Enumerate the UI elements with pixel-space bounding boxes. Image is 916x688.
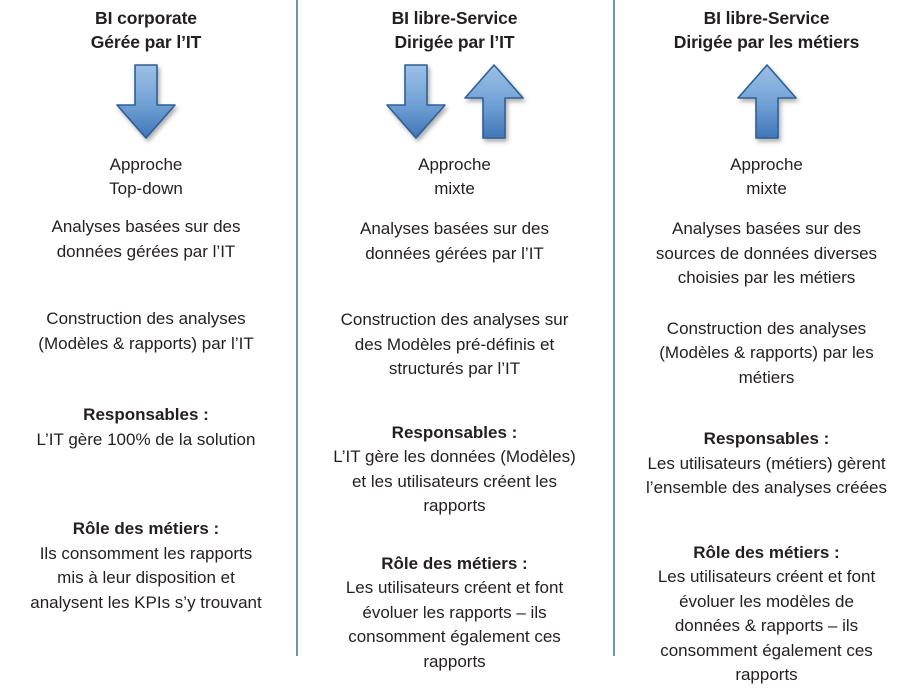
- block-line: (Modèles & rapports) par l’IT: [38, 333, 254, 353]
- column-title-line: BI libre-Service: [703, 8, 830, 28]
- block-line: évoluer les modèles de: [679, 591, 854, 611]
- block-line: mis à leur disposition et: [57, 568, 235, 587]
- block-line: consomment également ces: [348, 627, 561, 646]
- block-line: métiers: [738, 367, 795, 387]
- column-divider-2: [613, 0, 615, 656]
- role-block: Rôle des métiers : Les utilisateurs crée…: [627, 541, 906, 688]
- column-title-line: BI libre-Service: [391, 8, 518, 28]
- responsible-block: Responsables : Les utilisateurs (métiers…: [627, 427, 906, 501]
- block-line: l’ensemble des analyses créées: [646, 478, 887, 497]
- column-title-line: Dirigée par l’IT: [394, 32, 515, 52]
- block-line: des Modèles pré-définis et: [354, 334, 555, 354]
- column-title-line: BI corporate: [95, 8, 197, 28]
- block-line: rapports: [423, 651, 486, 671]
- data-basis-block: Analyses basées sur des données gérées p…: [308, 217, 601, 266]
- responsible-block: Responsables : L’IT gère les données (Mo…: [308, 421, 601, 519]
- approach-line: mixte: [434, 179, 475, 198]
- arrow-up-icon: [734, 63, 800, 141]
- block-line: Analyses basées sur des: [672, 219, 861, 238]
- arrow-up-icon: [461, 63, 527, 141]
- block-heading: Responsables :: [391, 422, 518, 442]
- role-block: Rôle des métiers : Les utilisateurs crée…: [308, 552, 601, 675]
- column-title: BI corporate Gérée par l’IT: [6, 6, 286, 54]
- data-basis-block: Analyses basées sur des sources de donné…: [627, 217, 906, 291]
- block-line: Les utilisateurs (métiers) gèrent: [647, 453, 886, 473]
- block-line: L’IT gère 100% de la solution: [36, 429, 256, 449]
- column-bi-corporate: BI corporate Gérée par l’IT Ap: [0, 0, 296, 656]
- responsible-block: Responsables : L’IT gère 100% de la solu…: [6, 403, 286, 452]
- block-line: Construction des analyses: [46, 309, 246, 328]
- block-heading: Rôle des métiers :: [693, 542, 840, 562]
- block-line: Construction des analyses: [666, 318, 867, 338]
- construction-block: Construction des analyses (Modèles & rap…: [627, 317, 906, 391]
- block-line: sources de données diverses: [655, 243, 878, 263]
- column-divider-1: [296, 0, 298, 656]
- construction-block: Construction des analyses sur des Modèle…: [308, 308, 601, 382]
- block-heading: Responsables :: [703, 429, 830, 448]
- block-line: consomment également ces: [660, 640, 873, 660]
- block-line: données & rapports – ils: [674, 616, 859, 635]
- block-line: rapports: [735, 665, 798, 684]
- approach-label: Approche mixte: [308, 153, 601, 201]
- column-title-line: Dirigée par les métiers: [673, 32, 860, 52]
- approach-line: Approche: [109, 155, 183, 174]
- block-line: données gérées par l’IT: [365, 243, 544, 263]
- approach-line: mixte: [746, 179, 787, 198]
- block-line: Analyses basées sur des: [360, 219, 549, 238]
- column-title: BI libre-Service Dirigée par l’IT: [308, 6, 601, 54]
- block-line: Ils consomment les rapports: [39, 543, 253, 563]
- block-line: choisies par les métiers: [677, 268, 856, 287]
- arrow-group: [308, 63, 601, 149]
- approach-label: Approche mixte: [627, 153, 906, 201]
- block-heading: Responsables :: [83, 405, 209, 424]
- block-line: (Modèles & rapports) par les: [659, 343, 874, 362]
- construction-block: Construction des analyses (Modèles & rap…: [6, 307, 286, 356]
- block-heading: Rôle des métiers :: [72, 519, 220, 538]
- column-title-line: Gérée par l’IT: [90, 32, 202, 52]
- block-line: évoluer les rapports – ils: [362, 602, 547, 622]
- block-line: rapports: [423, 496, 486, 515]
- role-block: Rôle des métiers : Ils consomment les ra…: [6, 517, 286, 615]
- block-heading: Rôle des métiers :: [381, 553, 528, 573]
- block-line: analysent les KPIs s’y trouvant: [30, 592, 262, 612]
- block-line: structurés par l’IT: [388, 359, 521, 378]
- block-line: Les utilisateurs créent et font: [657, 567, 876, 586]
- approach-line: Approche: [418, 155, 491, 174]
- arrow-group: [6, 63, 286, 149]
- block-line: L’IT gère les données (Modèles): [333, 447, 576, 466]
- column-title: BI libre-Service Dirigée par les métiers: [627, 6, 906, 54]
- block-line: Analyses basées sur des: [51, 217, 241, 236]
- arrow-group: [627, 63, 906, 149]
- arrow-down-icon: [113, 63, 179, 141]
- block-line: données gérées par l’IT: [56, 241, 236, 261]
- approach-line: Approche: [730, 155, 803, 174]
- data-basis-block: Analyses basées sur des données gérées p…: [6, 215, 286, 264]
- block-line: et les utilisateurs créent les: [351, 471, 558, 491]
- block-line: Construction des analyses sur: [340, 310, 569, 329]
- column-bi-libre-service-metiers: BI libre-Service Dirigée par les métiers: [613, 0, 916, 684]
- column-bi-libre-service-it: BI libre-Service Dirigée par l’IT: [296, 0, 613, 671]
- approach-label: Approche Top-down: [6, 153, 286, 201]
- block-line: Les utilisateurs créent et font: [345, 578, 564, 597]
- approach-line: Top-down: [109, 179, 183, 198]
- arrow-down-icon: [383, 63, 449, 141]
